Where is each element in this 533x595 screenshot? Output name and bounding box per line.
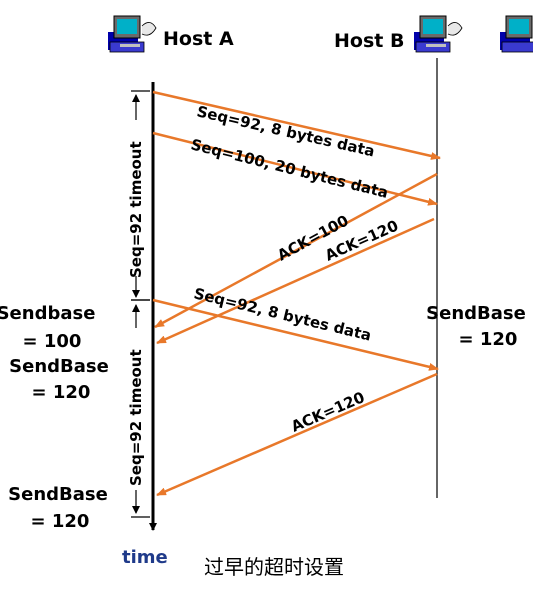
extra-computer-icon — [500, 15, 533, 53]
msg2-arrow — [152, 131, 438, 206]
host-b-label: Host B — [334, 30, 404, 52]
host-a-label: Host A — [163, 28, 234, 50]
ack100-arrow — [154, 172, 438, 329]
ack120-arrow-1 — [156, 217, 435, 345]
host-a-sendbase-note-3-line2: = 120 — [31, 511, 90, 532]
host-b-sendbase-note-line1: SendBase — [426, 303, 526, 324]
diagram-caption: 过早的超时设置 — [204, 555, 344, 579]
msg1-arrow — [152, 90, 441, 160]
host-b-sendbase-note-line2: = 120 — [459, 329, 518, 350]
time-axis-label: time — [122, 547, 168, 568]
host-b-computer-icon — [414, 15, 463, 53]
ack120-arrow-2 — [156, 372, 438, 497]
timeout-bracket-2 — [131, 299, 150, 518]
host-a-sendbase-note-1-line2: = 100 — [23, 331, 82, 352]
host-a-sendbase-note-2-line1: SendBase — [9, 356, 109, 377]
host-a-sendbase-note-1-line1: Sendbase — [0, 303, 95, 324]
timeout-label-2: Seq=92 timeout — [127, 349, 145, 486]
msg5-arrow — [152, 298, 439, 371]
timeout-label-1: Seq=92 timeout — [127, 141, 145, 278]
host-a-computer-icon — [108, 15, 157, 53]
host-a-sendbase-note-2-line2: = 120 — [32, 382, 91, 403]
host-a-sendbase-note-3-line1: SendBase — [8, 484, 108, 505]
ack120-label-2: ACK=120 — [288, 388, 367, 436]
